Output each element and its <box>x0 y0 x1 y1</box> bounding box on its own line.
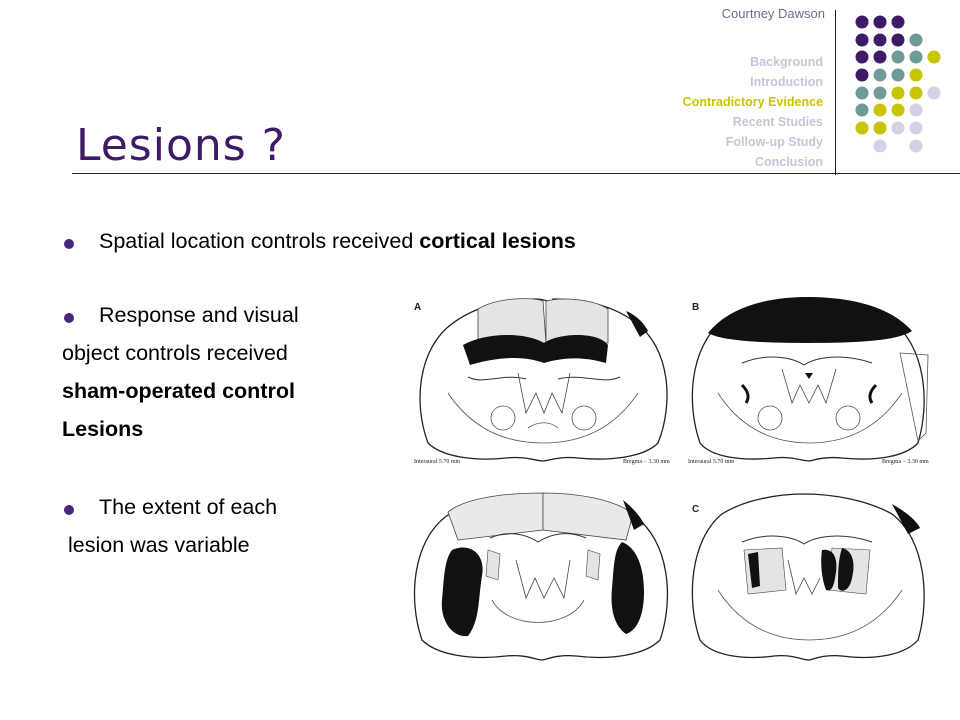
panel-label: A <box>414 302 422 313</box>
nav-item-recent-studies[interactable]: Recent Studies <box>732 115 823 129</box>
brain-section-panel-d <box>408 490 678 662</box>
header-vertical-divider <box>835 10 836 175</box>
nav-item-introduction[interactable]: Introduction <box>750 75 823 89</box>
brain-section-panel-a: A Interaural 5.70 mm Bregma − 3.30 mm <box>408 293 678 469</box>
panel-label: B <box>692 302 700 313</box>
bregma-caption: Bregma − 3.30 mm <box>623 459 670 465</box>
bullet-2-line-1: Response and visual <box>99 303 299 327</box>
brain-section-panel-b: B Interaural 5.70 mm Bregma − 3.30 mm <box>682 293 937 469</box>
interaural-caption: Interaural 5.70 mm <box>688 459 735 465</box>
bullet-3-line-2: lesion was variable <box>62 533 250 557</box>
brain-section-drawing <box>691 493 925 661</box>
panel-label: C <box>692 504 700 515</box>
interaural-caption: Interaural 5.70 mm <box>414 459 461 465</box>
bullet-2-line-4: Lesions <box>62 417 144 441</box>
decorative-dot-grid <box>855 15 941 153</box>
bullet-2-line-3: sham-operated control <box>62 379 295 403</box>
brain-section-drawing <box>419 298 668 462</box>
bullet-1-text: Spatial location controls received corti… <box>99 229 576 254</box>
bullet-dot <box>64 313 74 323</box>
bullet-dot <box>64 505 74 515</box>
slide-title: Lesions ? <box>76 120 287 171</box>
nav-item-follow-up-study[interactable]: Follow-up Study <box>725 135 823 149</box>
bullet-3-line-1: The extent of each <box>99 495 278 519</box>
header-horizontal-divider <box>72 173 960 174</box>
bullet-dot <box>64 239 74 249</box>
nav-item-background[interactable]: Background <box>750 55 823 69</box>
bregma-caption: Bregma − 3.30 mm <box>882 459 929 465</box>
bullet-1-bold: cortical lesions <box>419 229 576 253</box>
bullet-2-line-2: object controls received <box>62 341 288 365</box>
brain-section-panel-c: C <box>682 490 937 662</box>
section-nav: Background Introduction Contradictory Ev… <box>683 52 823 172</box>
author-name: Courtney Dawson <box>721 6 825 21</box>
brain-section-drawing <box>413 492 669 661</box>
brain-section-drawing <box>691 297 929 462</box>
bullet-1-plain: Spatial location controls received <box>99 229 420 253</box>
nav-item-contradictory-evidence[interactable]: Contradictory Evidence <box>682 95 823 109</box>
nav-item-conclusion[interactable]: Conclusion <box>754 155 823 169</box>
